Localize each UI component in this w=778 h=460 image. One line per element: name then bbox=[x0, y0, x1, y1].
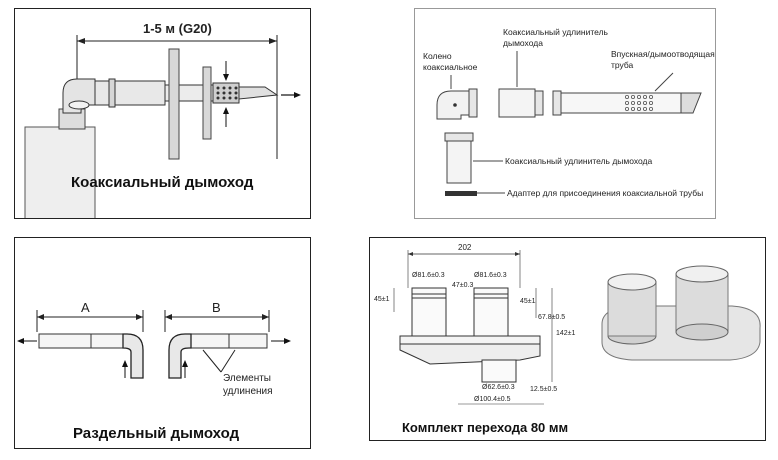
separate-flue-panel: A B Элементы удлинения Раздельный дымохо… bbox=[14, 237, 311, 449]
dim-diameter-2: Ø81.6±0.3 bbox=[474, 272, 507, 279]
separate-flue-caption: Раздельный дымоход bbox=[73, 425, 240, 442]
label-intake-pipe: Впускная/дымоотводящая труба bbox=[611, 49, 715, 70]
dim-width: 202 bbox=[458, 243, 472, 252]
adapter-kit-drawing bbox=[393, 250, 761, 405]
dim-height-side: 67.8±0.5 bbox=[538, 314, 566, 321]
label-extension-bottom: Коаксиальный удлинитель дымохода bbox=[505, 156, 653, 166]
dim-diameter-4: Ø100.4±0.5 bbox=[474, 396, 511, 403]
dim-small: 47±0.3 bbox=[452, 282, 474, 289]
adapter-kit-panel: 202 Ø81.6±0.3 Ø81.6±0.3 47±0.3 45±1 45±1… bbox=[369, 237, 766, 441]
dim-diameter-1: Ø81.6±0.3 bbox=[412, 272, 445, 279]
flue-parts-panel: Колено коаксиальное Коаксиальный удлинит… bbox=[414, 8, 716, 219]
flue-parts-drawing bbox=[436, 51, 702, 196]
coaxial-flue-caption: Коаксиальный дымоход bbox=[71, 174, 254, 191]
dimension-a-label: A bbox=[81, 300, 90, 315]
label-elbow: Колено коаксиальное bbox=[423, 51, 478, 72]
dim-height-total: 142±1 bbox=[556, 330, 576, 337]
dim-height-left: 45±1 bbox=[374, 296, 390, 303]
separate-flue-drawing bbox=[17, 310, 291, 379]
coaxial-flue-drawing bbox=[24, 35, 301, 218]
adapter-kit-caption: Комплект перехода 80 мм bbox=[402, 420, 569, 435]
label-adapter: Адаптер для присоединения коаксиальной т… bbox=[507, 188, 704, 198]
dim-diameter-3: Ø62.6±0.3 bbox=[482, 384, 515, 391]
coaxial-length-label: 1-5 м (G20) bbox=[143, 21, 212, 36]
dim-height-mid: 45±1 bbox=[520, 298, 536, 305]
dimension-b-label: B bbox=[212, 300, 221, 315]
extension-elements-label: Элементы удлинения bbox=[223, 373, 273, 397]
dim-bottom: 12.5±0.5 bbox=[530, 386, 558, 393]
label-extension-top: Коаксиальный удлинитель дымохода bbox=[503, 27, 608, 48]
coaxial-flue-panel: 1-5 м (G20) Коаксиальный дымоход bbox=[14, 8, 311, 219]
